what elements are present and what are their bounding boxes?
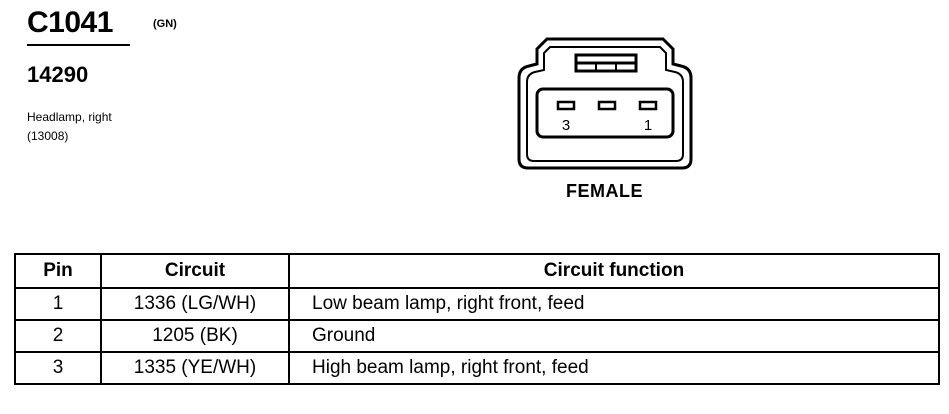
header-circuit: Circuit bbox=[100, 253, 290, 289]
pinout-table: Pin Circuit Circuit function 1 1336 (LG/… bbox=[14, 253, 940, 385]
connector-housing bbox=[517, 37, 693, 170]
function-cell: High beam lamp, right front, feed bbox=[288, 351, 940, 385]
title-underline bbox=[27, 44, 130, 46]
header-pin: Pin bbox=[14, 253, 102, 289]
table-row: 3 1335 (YE/WH) High beam lamp, right fro… bbox=[14, 351, 940, 385]
pin-1-label: 1 bbox=[644, 117, 652, 134]
header-circuit-function: Circuit function bbox=[288, 253, 940, 289]
table-header-row: Pin Circuit Circuit function bbox=[14, 253, 940, 289]
function-cell: Ground bbox=[288, 319, 940, 353]
circuit-cell: 1205 (BK) bbox=[100, 319, 290, 353]
part-number: 14290 bbox=[27, 62, 89, 87]
pin-cell: 3 bbox=[14, 351, 102, 385]
connector-description: Headlamp, right bbox=[27, 110, 112, 124]
connector-gender: FEMALE bbox=[566, 181, 643, 201]
terminal-cavity bbox=[535, 87, 675, 139]
locking-tab bbox=[574, 53, 638, 73]
connector-id: C1041 bbox=[27, 6, 113, 39]
pin-cell: 1 bbox=[14, 287, 102, 321]
connector-face-diagram: 3 1 bbox=[517, 37, 693, 170]
pin-cell: 2 bbox=[14, 319, 102, 353]
pin-3-label: 3 bbox=[562, 117, 570, 134]
circuit-cell: 1336 (LG/WH) bbox=[100, 287, 290, 321]
circuit-cell: 1335 (YE/WH) bbox=[100, 351, 290, 385]
table-row: 2 1205 (BK) Ground bbox=[14, 319, 940, 353]
pin-1-terminal bbox=[638, 100, 658, 111]
function-cell: Low beam lamp, right front, feed bbox=[288, 287, 940, 321]
connector-color-code: (GN) bbox=[153, 18, 177, 30]
connector-base-part: (13008) bbox=[27, 129, 69, 143]
pin-2-terminal bbox=[597, 100, 617, 111]
pin-3-terminal bbox=[556, 100, 576, 111]
table-row: 1 1336 (LG/WH) Low beam lamp, right fron… bbox=[14, 287, 940, 321]
